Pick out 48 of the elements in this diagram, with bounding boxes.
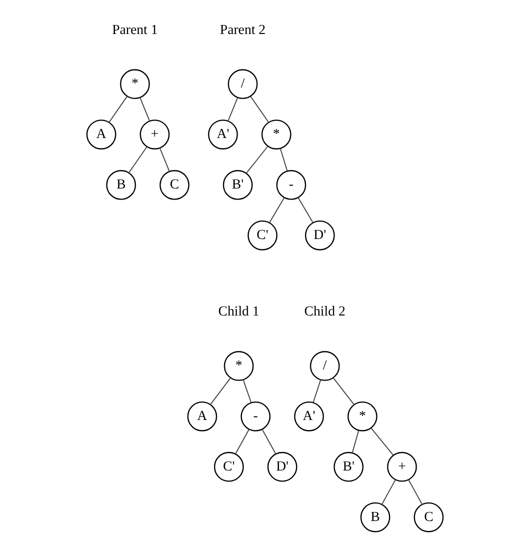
connector — [159, 148, 170, 172]
node-circle: / — [310, 351, 340, 381]
label: Child 1 — [218, 304, 260, 319]
connector — [242, 379, 252, 404]
node-circle: C — [414, 502, 444, 532]
connector — [408, 479, 423, 505]
connector — [108, 96, 128, 123]
node-circle: B — [360, 502, 390, 532]
node-circle: - — [276, 170, 306, 200]
node-circle: B' — [334, 452, 364, 482]
connector — [370, 428, 394, 456]
node-circle: D' — [267, 452, 298, 482]
connector — [268, 197, 285, 224]
node-circle: B' — [222, 170, 253, 200]
connector — [140, 97, 150, 122]
node-circle: A' — [294, 401, 324, 432]
node-circle: * — [348, 401, 378, 432]
node-circle: D' — [304, 220, 335, 250]
connector — [312, 379, 322, 403]
label: Child 2 — [304, 304, 346, 319]
connector — [228, 97, 238, 122]
node-circle: + — [387, 452, 417, 482]
node-circle: - — [240, 401, 271, 432]
connector — [246, 146, 268, 174]
node-circle: C — [160, 170, 190, 200]
connector — [262, 428, 276, 455]
label: Parent 2 — [220, 22, 266, 37]
connector — [280, 148, 288, 172]
node-circle: * — [120, 69, 150, 99]
connector — [128, 146, 148, 174]
connector — [332, 377, 355, 406]
connector — [210, 378, 231, 406]
node-circle: A — [187, 401, 218, 432]
node-circle: B — [106, 170, 136, 200]
connector — [381, 479, 396, 505]
node-circle: / — [228, 69, 258, 99]
node-circle: * — [261, 120, 292, 150]
node-circle: + — [140, 120, 170, 150]
connector — [234, 428, 250, 455]
node-circle: * — [224, 351, 254, 381]
connector — [250, 96, 270, 123]
connector — [298, 197, 314, 224]
node-circle: C' — [214, 452, 244, 482]
node-circle: C' — [248, 220, 278, 250]
node-circle: A' — [208, 120, 238, 150]
node-circle: A — [86, 120, 116, 150]
label: Parent 1 — [112, 22, 158, 37]
connector — [352, 430, 360, 454]
